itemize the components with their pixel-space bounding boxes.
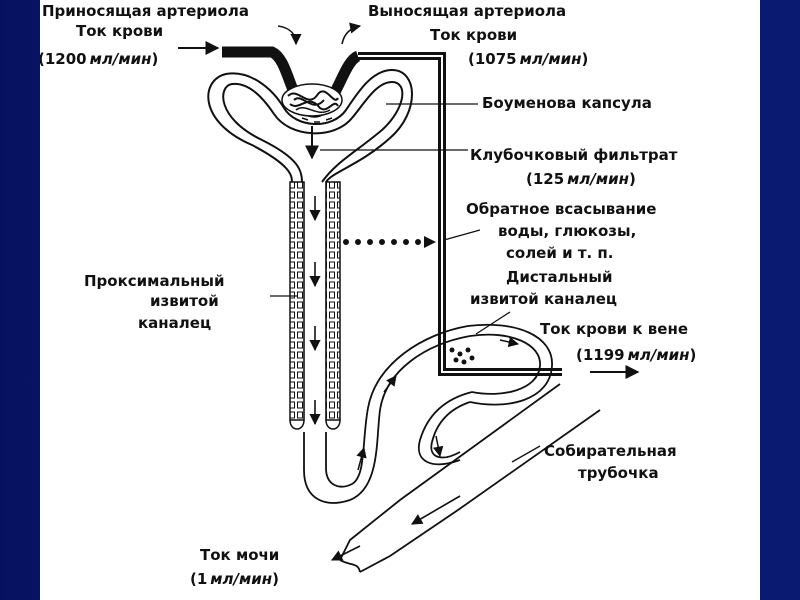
proximal-tubule-right-wall <box>325 181 341 421</box>
reabsorption-arrowhead <box>424 236 436 248</box>
proximal-tubule-left-wall <box>289 181 305 421</box>
efferent-flow-label: Ток крови <box>430 26 517 44</box>
distal-line-2: извитой каналец <box>470 290 617 308</box>
proximal-line-1: Проксимальный <box>84 272 224 290</box>
filtrate-label: Клубочковый фильтрат <box>470 146 678 164</box>
urine-flow-arrow <box>330 545 361 561</box>
reabsorption-dots <box>343 239 421 245</box>
distal-tubule-outer <box>417 391 473 466</box>
afferent-curve-arrow <box>277 25 302 46</box>
bowman-capsule-outer <box>207 68 413 183</box>
urine-label: Ток мочи <box>200 546 279 564</box>
loop-outer <box>303 333 541 504</box>
bowman-label: Боуменова капсула <box>482 94 652 112</box>
distal-line-1: Дистальный <box>506 268 613 286</box>
distal-tubule-inner <box>430 401 471 459</box>
loop-inner <box>325 323 553 488</box>
vein-label: Ток крови к вене <box>540 320 688 338</box>
afferent-label: Приносящая артериола <box>42 2 249 20</box>
collecting-line-1: Собирательная <box>544 442 677 460</box>
efferent-curve-arrow <box>341 22 362 45</box>
bowman-capsule-inner <box>222 80 404 183</box>
glomerulus <box>281 83 343 117</box>
juxtaglomerular-cells <box>449 347 475 365</box>
proximal-line-2: извитой <box>150 292 219 310</box>
collecting-duct-upper <box>339 383 561 561</box>
reabsorption-line-3: солей и т. п. <box>506 244 614 262</box>
efferent-arteriole-inner <box>358 55 562 373</box>
collecting-flow-arrow <box>411 495 461 525</box>
collecting-duct-lower <box>359 409 601 573</box>
leader-lines <box>270 103 541 463</box>
reabsorption-line-1: Обратное всасывание <box>466 200 656 218</box>
loop-flow-arrows <box>356 336 520 471</box>
collecting-line-2: трубочка <box>578 464 659 482</box>
efferent-label: Выносящая артериола <box>368 2 566 20</box>
reabsorption-line-2: воды, глюкозы, <box>498 222 636 240</box>
proximal-line-3: каналец <box>138 314 211 332</box>
afferent-flow-label: Ток крови <box>76 22 163 40</box>
